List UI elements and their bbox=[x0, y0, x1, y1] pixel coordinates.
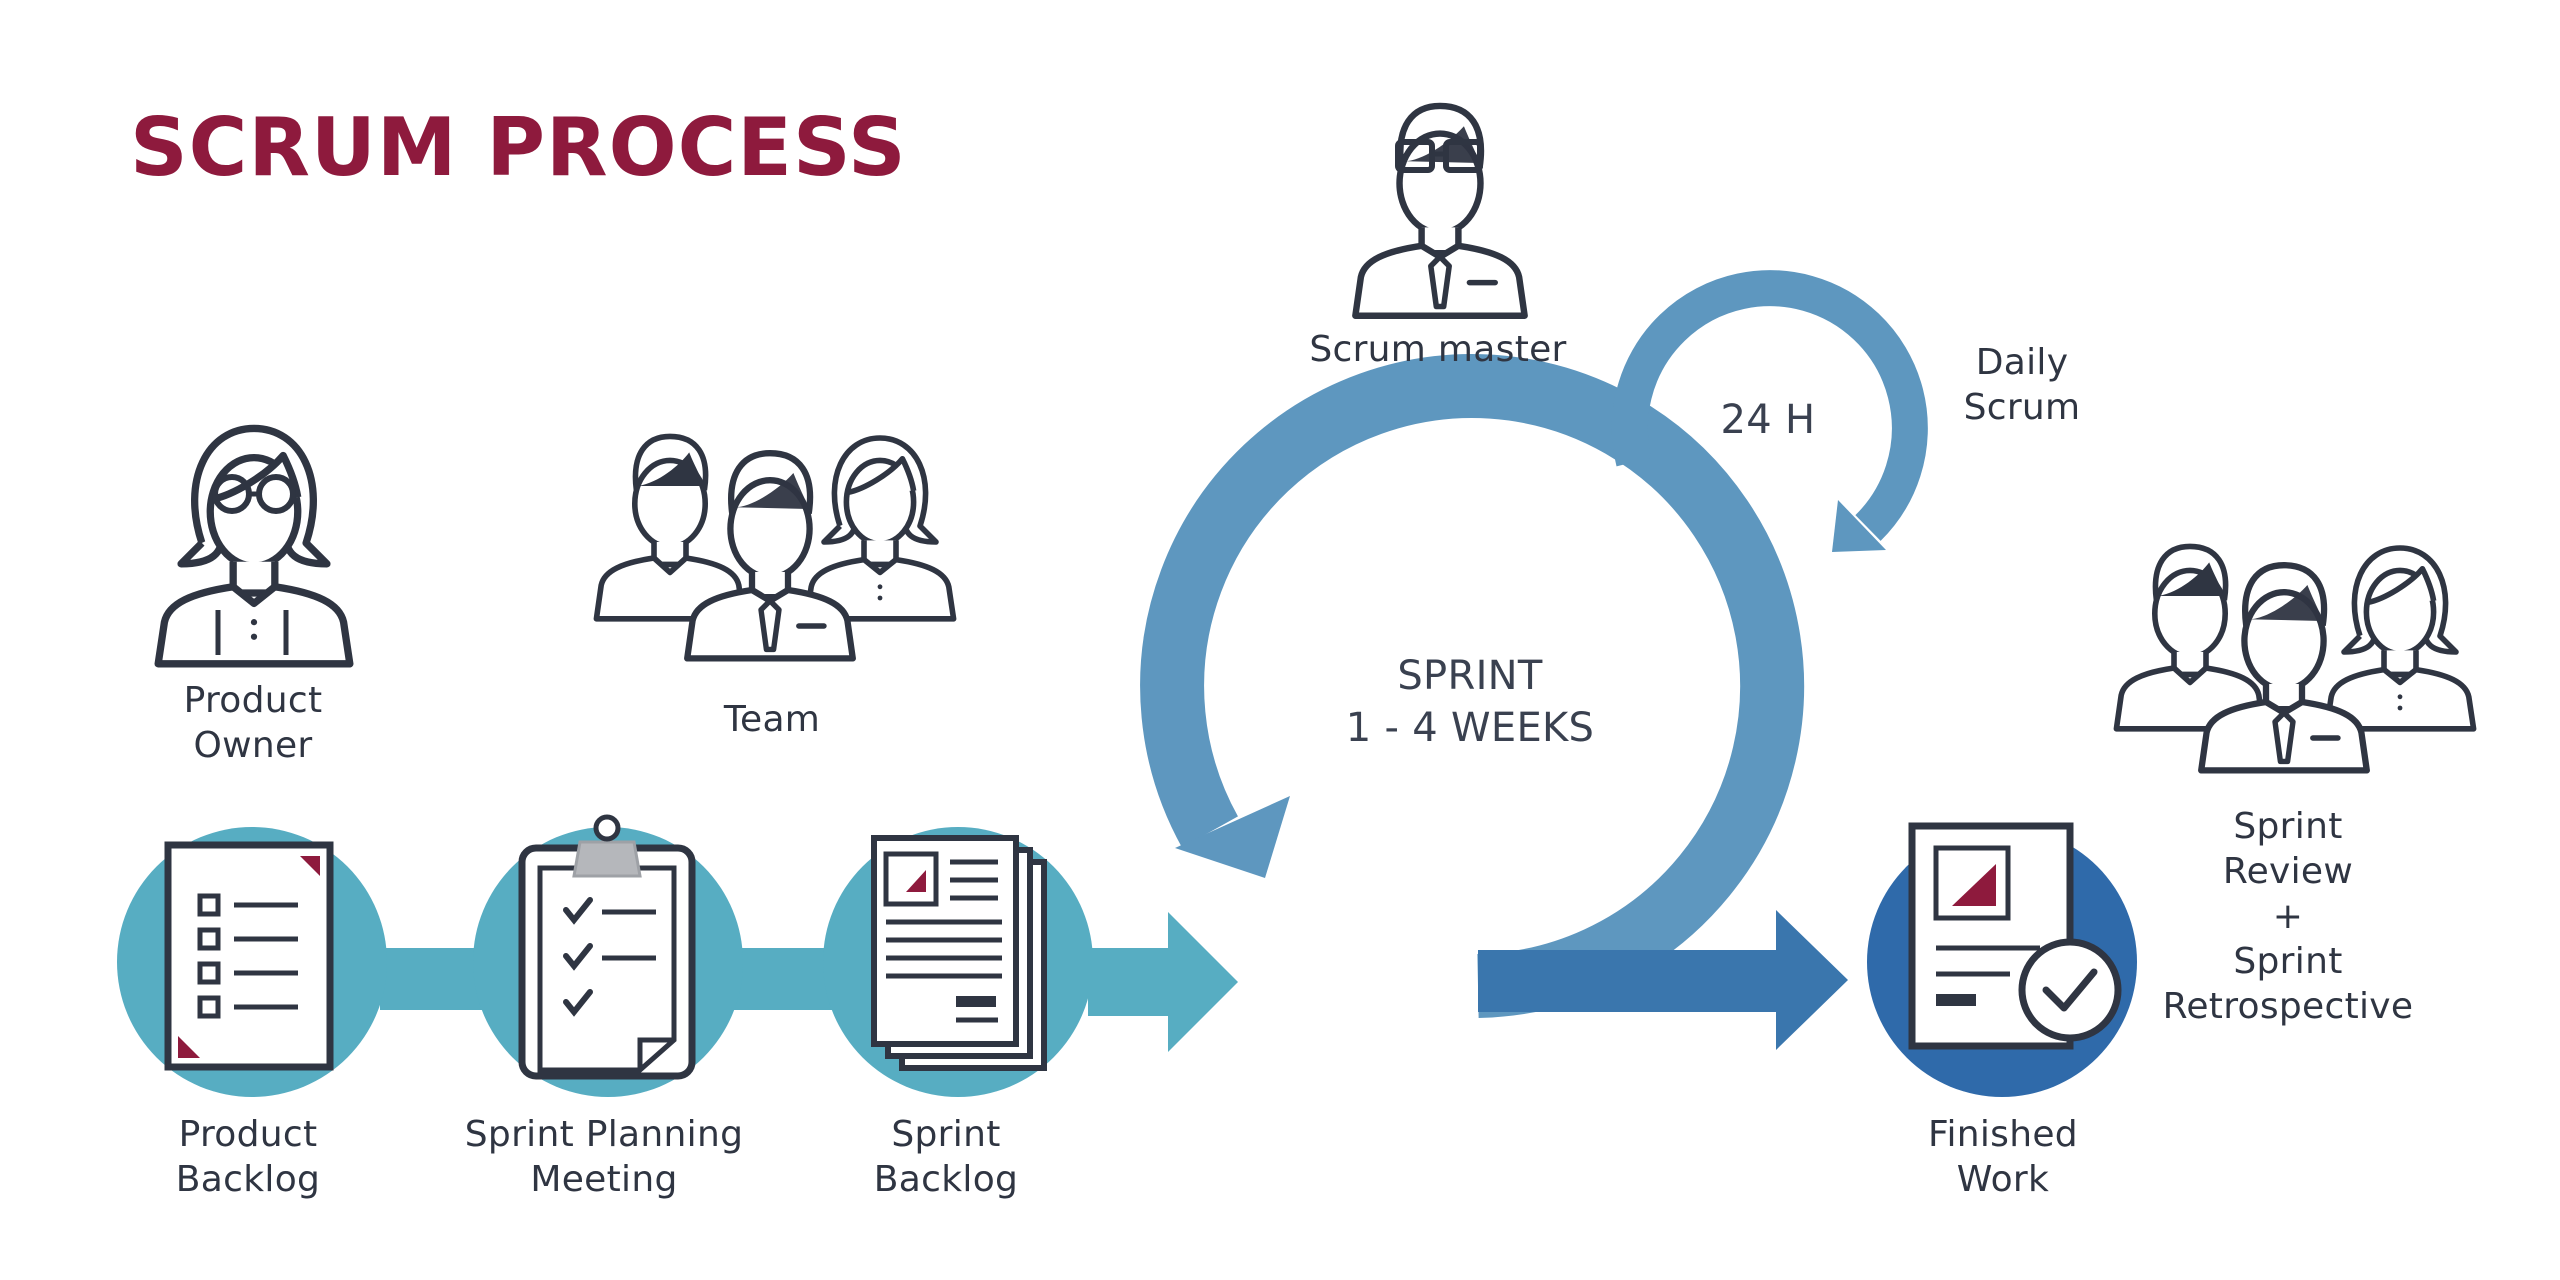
man-with-glasses-icon bbox=[1355, 106, 1524, 316]
team-label: Team bbox=[723, 699, 821, 740]
checklist-document-icon bbox=[164, 841, 334, 1071]
product-backlog-label: Product Backlog bbox=[175, 1114, 321, 1200]
daily-hours-label: 24 H bbox=[1720, 397, 1816, 443]
team-group-icon bbox=[596, 436, 953, 658]
connector-bar-2 bbox=[730, 948, 835, 1010]
woman-with-glasses-icon bbox=[158, 428, 350, 663]
teal-arrow bbox=[1088, 912, 1238, 1052]
review-team-icon bbox=[2116, 546, 2473, 770]
sprint-backlog-label: Sprint Backlog bbox=[873, 1114, 1019, 1200]
approved-document-icon bbox=[1908, 822, 2122, 1050]
daily-scrum-arrow bbox=[1611, 270, 1928, 552]
sprint-planning-label: Sprint Planning Meeting bbox=[464, 1114, 744, 1200]
daily-scrum-label: Daily Scrum bbox=[1963, 342, 2081, 428]
finish-arrow bbox=[1478, 910, 1848, 1050]
document-stack-icon bbox=[871, 835, 1047, 1071]
sprint-review-label: Sprint Review + Sprint Retrospective bbox=[2162, 806, 2414, 1027]
clipboard-icon bbox=[518, 814, 696, 1080]
scrum-master-label: Scrum master bbox=[1309, 329, 1567, 370]
product-owner-label: Product Owner bbox=[183, 680, 323, 766]
sprint-duration-label: SPRINT 1 - 4 WEEKS bbox=[1345, 653, 1595, 751]
connector-bar-1 bbox=[380, 948, 485, 1010]
page-title: SCRUM PROCESS bbox=[130, 101, 907, 194]
finished-work-label: Finished Work bbox=[1928, 1114, 2078, 1200]
